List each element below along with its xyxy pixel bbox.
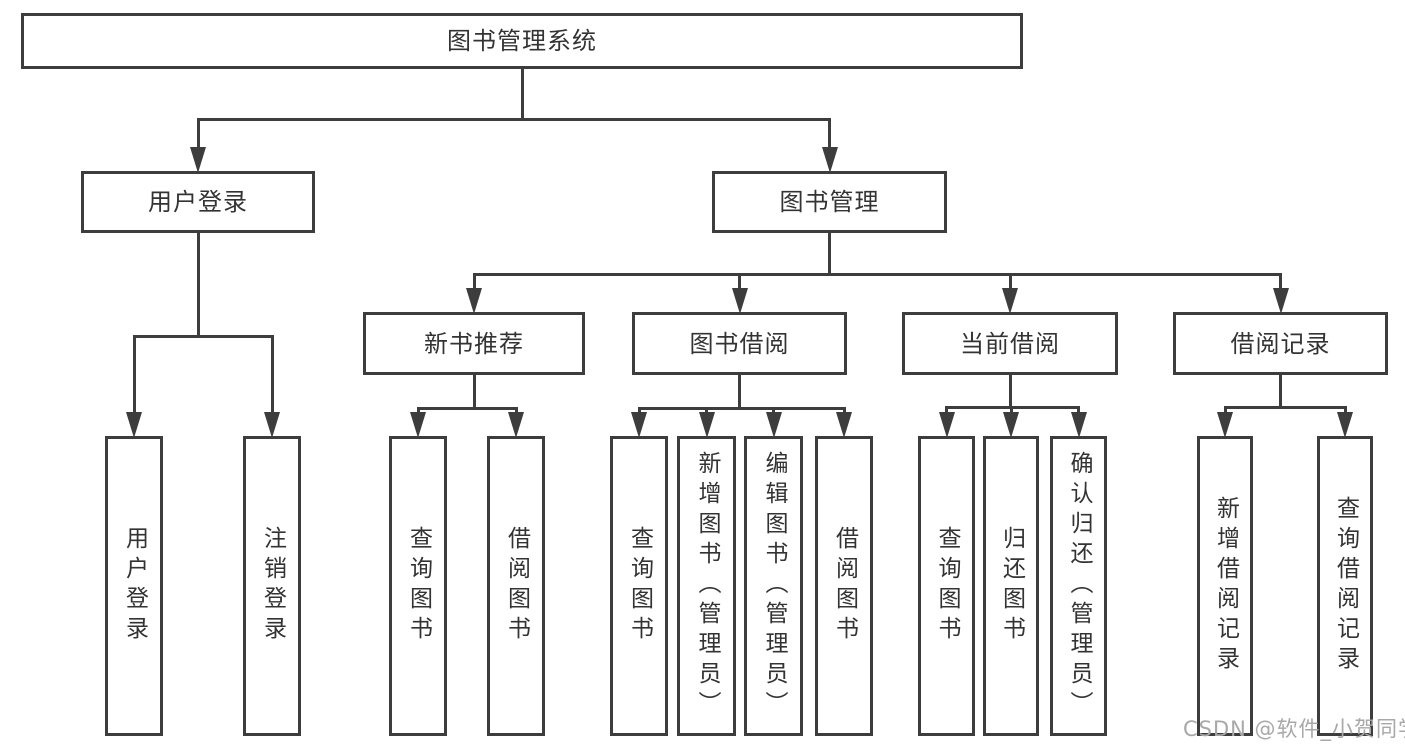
node-label-user-login: 用户登录 <box>148 188 248 216</box>
arrowhead-down-icon <box>1272 288 1289 314</box>
connector-segment <box>1077 406 1080 414</box>
node-leaf-edit-book: 编辑图书（管理员） <box>744 436 803 736</box>
node-label-new-book-rec: 新书推荐 <box>424 329 524 358</box>
node-label-leaf-query-borrow-record: 查询借阅记录 <box>1332 496 1359 676</box>
node-leaf-logout: 注销登录 <box>243 436 301 736</box>
connector-segment <box>132 335 274 338</box>
connector-segment <box>1343 406 1347 414</box>
node-leaf-query-book-2: 查询图书 <box>610 436 668 736</box>
connector-segment <box>1223 406 1347 409</box>
node-leaf-query-book-1: 查询图书 <box>389 436 447 736</box>
node-label-current-borrow: 当前借阅 <box>960 329 1060 358</box>
csdn-watermark: CSDN @软件_小贺同学 <box>1183 717 1405 741</box>
node-book-borrow: 图书借阅 <box>632 312 847 375</box>
arrowhead-down-icon <box>938 412 955 438</box>
node-label-leaf-add-borrow-record: 新增借阅记录 <box>1212 496 1239 676</box>
node-leaf-query-borrow-record: 查询借阅记录 <box>1317 436 1373 736</box>
node-leaf-return-book: 归还图书 <box>983 436 1039 736</box>
connector-segment <box>637 407 846 410</box>
node-label-leaf-borrow-book-1: 借阅图书 <box>503 526 530 646</box>
connector-segment <box>1009 406 1013 414</box>
connector-segment <box>842 407 846 414</box>
node-leaf-confirm-return: 确认归还（管理员） <box>1050 436 1107 736</box>
node-book-mgmt: 图书管理 <box>712 171 947 233</box>
connector-segment <box>1279 375 1282 409</box>
node-label-leaf-query-book-2: 查询图书 <box>626 526 653 646</box>
node-label-leaf-borrow-book-2: 借阅图书 <box>831 526 858 646</box>
connector-segment <box>945 406 1080 409</box>
connector-segment <box>270 335 274 414</box>
arrowhead-down-icon <box>190 147 206 173</box>
arrowhead-down-icon <box>1002 288 1018 314</box>
arrowhead-down-icon <box>631 412 647 438</box>
connector-segment <box>1223 406 1227 414</box>
connector-segment <box>738 375 741 410</box>
node-leaf-add-book: 新增图书（管理员） <box>677 436 736 736</box>
arrowhead-down-icon <box>126 412 142 438</box>
node-leaf-add-borrow-record: 新增借阅记录 <box>1197 436 1253 736</box>
arrowhead-down-icon <box>698 412 715 438</box>
connector-segment <box>416 407 518 410</box>
connector-segment <box>472 273 476 290</box>
node-label-leaf-edit-book: 编辑图书（管理员） <box>761 451 787 721</box>
node-borrow-records: 借阅记录 <box>1173 312 1388 375</box>
node-label-leaf-query-book-1: 查询图书 <box>405 526 432 646</box>
node-new-book-rec: 新书推荐 <box>363 312 585 375</box>
connector-segment <box>945 406 948 414</box>
node-user-login: 用户登录 <box>81 171 315 233</box>
connector-segment <box>772 407 775 414</box>
connector-segment <box>828 233 831 276</box>
connector-segment <box>472 273 1282 276</box>
node-label-leaf-confirm-return: 确认归还（管理员） <box>1066 451 1092 721</box>
arrowhead-down-icon <box>508 412 524 438</box>
arrowhead-down-icon <box>1217 412 1233 438</box>
node-label-book-borrow: 图书借阅 <box>689 329 790 358</box>
arrowhead-down-icon <box>765 412 782 438</box>
connector-segment <box>1008 273 1012 290</box>
connector-segment <box>1279 273 1282 290</box>
node-label-book-mgmt: 图书管理 <box>779 188 880 216</box>
arrowhead-down-icon <box>264 412 280 438</box>
arrowhead-down-icon <box>1337 412 1353 438</box>
connector-segment <box>520 69 524 121</box>
node-leaf-query-book-3: 查询图书 <box>918 436 975 736</box>
connector-segment <box>828 118 831 149</box>
connector-segment <box>738 273 741 290</box>
connector-segment <box>196 118 200 149</box>
connector-segment <box>637 407 641 414</box>
connector-segment <box>1008 375 1012 409</box>
connector-segment <box>132 335 136 414</box>
arrowhead-down-icon <box>466 288 482 314</box>
arrowhead-down-icon <box>410 412 426 438</box>
node-label-leaf-logout: 注销登录 <box>259 526 286 646</box>
node-leaf-borrow-book-2: 借阅图书 <box>815 436 873 736</box>
node-label-borrow-records: 借阅记录 <box>1230 329 1331 358</box>
arrowhead-down-icon <box>836 412 852 438</box>
node-label-root: 图书管理系统 <box>447 27 597 55</box>
connector-segment <box>472 375 476 410</box>
node-label-leaf-query-book-3: 查询图书 <box>934 526 960 646</box>
connector-segment <box>705 407 708 414</box>
node-leaf-borrow-book-1: 借阅图书 <box>487 436 545 736</box>
node-root: 图书管理系统 <box>21 13 1023 69</box>
node-label-leaf-user-login: 用户登录 <box>121 526 148 646</box>
arrowhead-down-icon <box>1003 412 1019 438</box>
connector-segment <box>196 118 831 121</box>
connector-segment <box>196 233 200 338</box>
connector-segment <box>514 407 518 414</box>
connector-segment <box>416 407 420 414</box>
node-current-borrow: 当前借阅 <box>902 312 1118 375</box>
arrowhead-down-icon <box>731 288 748 314</box>
node-label-leaf-add-book: 新增图书（管理员） <box>694 451 720 721</box>
node-label-leaf-return-book: 归还图书 <box>998 526 1025 646</box>
arrowhead-down-icon <box>821 147 838 173</box>
node-leaf-user-login: 用户登录 <box>105 436 163 736</box>
arrowhead-down-icon <box>1070 412 1087 438</box>
